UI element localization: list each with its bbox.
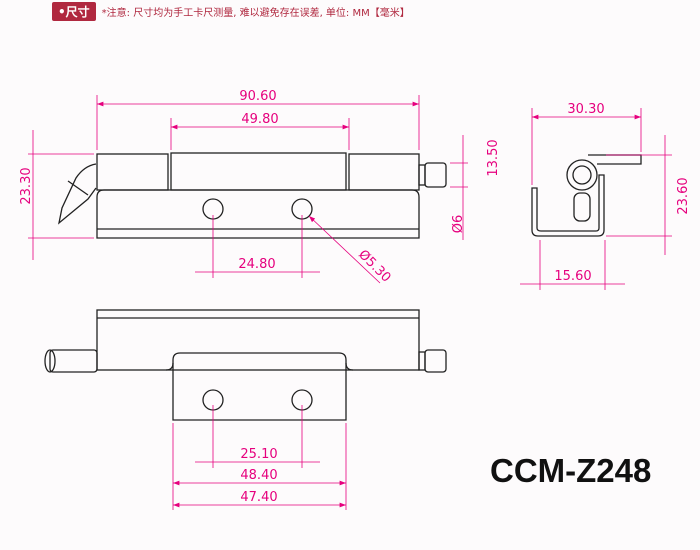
dim-side-height: 23.60 (676, 177, 691, 214)
dim-hole-diameter: Ø5.30 (355, 247, 393, 285)
top-dimensions (28, 95, 468, 284)
header: •尺寸 *注意: 尺寸均为手工卡尺测量, 难以避免存在误差, 单位: MM【毫米… (52, 1, 410, 21)
top-view (58, 152, 447, 239)
dim-side-base: 15.60 (554, 269, 591, 284)
side-view (531, 154, 642, 237)
side-dimensions (520, 108, 672, 290)
measurement-note: *注意: 尺寸均为手工卡尺测量, 难以避免存在误差, 单位: MM【毫米】 (101, 7, 410, 19)
dim-side-width: 30.30 (567, 102, 604, 117)
model-number: CCM-Z248 (490, 452, 652, 489)
dim-hole-spacing-bottom: 25.10 (240, 447, 277, 462)
bottom-view (44, 309, 447, 421)
dim-pin-offset: 13.50 (486, 139, 501, 176)
dim-plate-length-inner: 47.40 (240, 490, 277, 505)
dim-height-left: 23.30 (19, 167, 34, 204)
dim-knuckle-length: 49.80 (241, 112, 278, 127)
bottom-dimensions (172, 405, 347, 510)
dim-overall-length: 90.60 (239, 89, 276, 104)
dim-plate-length-outer: 48.40 (240, 468, 277, 483)
size-badge: •尺寸 (52, 1, 96, 21)
dim-hole-spacing-top: 24.80 (238, 257, 275, 272)
dim-pin-diameter: Ø6 (451, 215, 466, 234)
